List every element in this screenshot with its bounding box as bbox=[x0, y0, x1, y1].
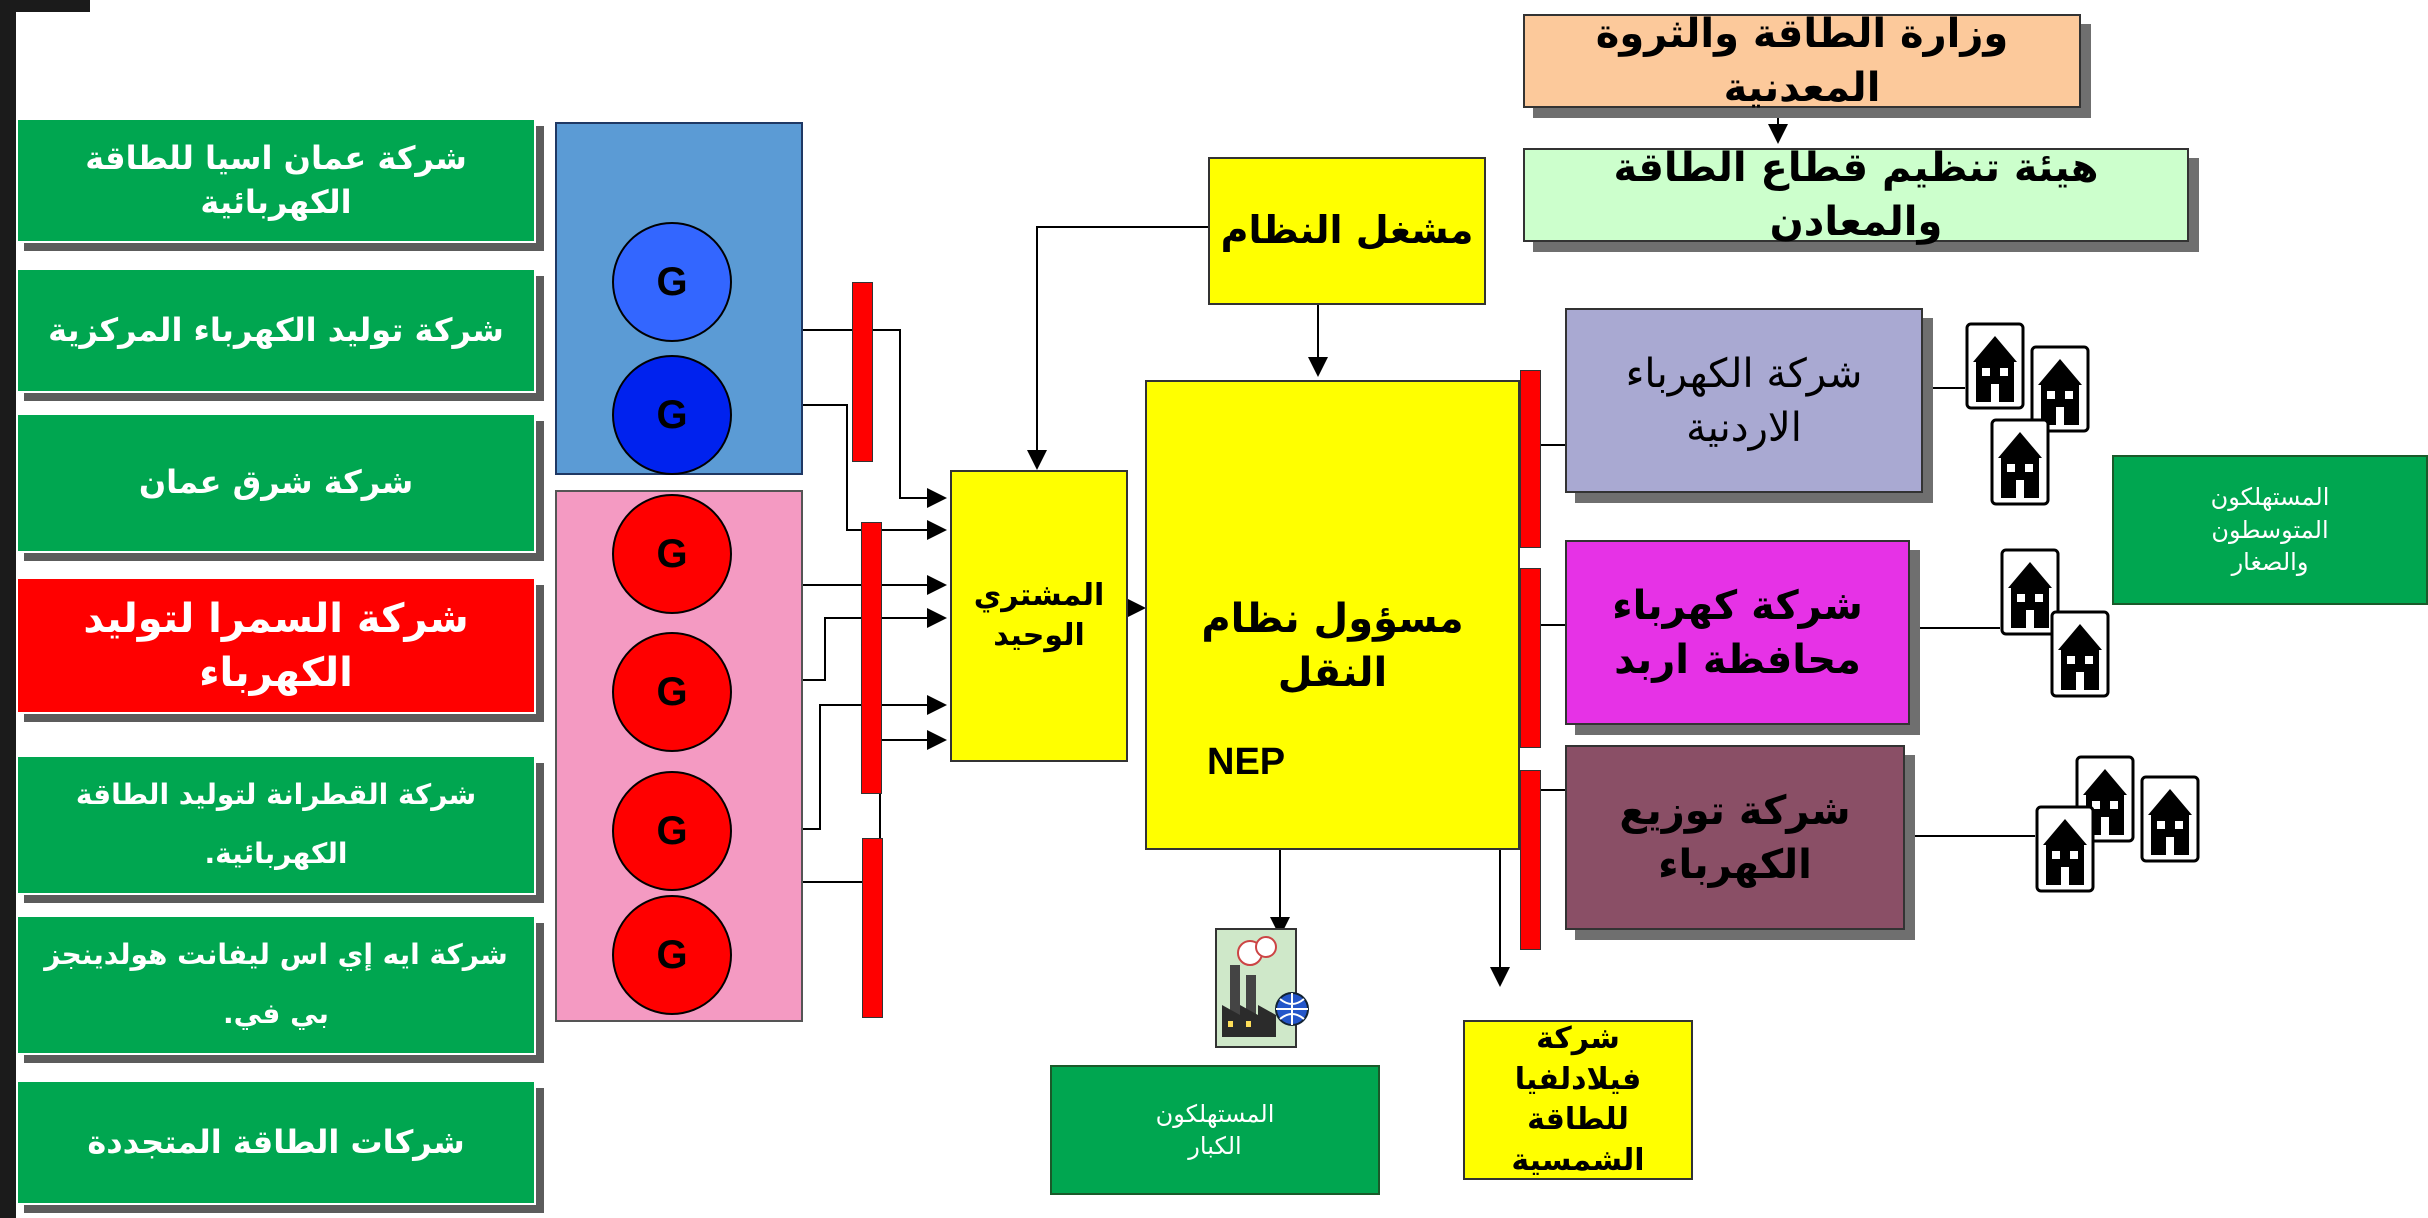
generator-g-6: G bbox=[612, 895, 732, 1015]
regulator-box: هيئة تنظيم قطاع الطاقة والمعادن bbox=[1523, 145, 2189, 245]
left-edge-strip bbox=[0, 0, 16, 1218]
solar-company-box: شركة فيلادلفيا للطاقة الشمسية bbox=[1463, 1020, 1693, 1180]
house-icon bbox=[2140, 775, 2200, 863]
generator-company-7-label: شركات الطاقة المتجددة bbox=[87, 1122, 465, 1161]
generator-company-1: شركة عمان اسيا للطاقة الكهربائية bbox=[16, 118, 536, 243]
generator-g-4-label: G bbox=[656, 669, 688, 714]
generator-company-1-label: شركة عمان اسيا للطاقة الكهربائية bbox=[85, 139, 467, 221]
generator-company-4: شركة السمرا لتوليد الكهرباء bbox=[16, 577, 536, 714]
generator-company-2-label: شركة توليد الكهرباء المركزية bbox=[48, 310, 504, 349]
generator-g-4: G bbox=[612, 632, 732, 752]
transmission-code: NEP bbox=[1207, 741, 1286, 783]
regulator-label: هيئة تنظيم قطاع الطاقة والمعادن bbox=[1613, 145, 2099, 245]
factory-icon bbox=[1215, 928, 1309, 1048]
house-icon bbox=[1990, 418, 2050, 506]
generator-g-1: G bbox=[612, 222, 732, 342]
transmission-title: مسؤول نظام النقل bbox=[1201, 596, 1464, 696]
medium-small-consumers-label: المستهلكون المتوسطون والصغار bbox=[2210, 483, 2330, 577]
large-consumers-box: المستهلكون الكبار bbox=[1050, 1065, 1380, 1195]
generator-g-5-label: G bbox=[656, 808, 688, 853]
generator-company-5: شركة القطرانة لتوليد الطاقة الكهربائية. bbox=[16, 755, 536, 895]
house-icon bbox=[2030, 345, 2090, 433]
single-buyer-box: المشتري الوحيد bbox=[950, 470, 1128, 762]
medium-small-consumers-box: المستهلكون المتوسطون والصغار bbox=[2112, 455, 2428, 605]
house-icon bbox=[2050, 610, 2110, 698]
generator-company-6: شركة ايه إي اس ليفانت هولدينجز بي في. bbox=[16, 915, 536, 1055]
busbar-1 bbox=[852, 282, 873, 462]
generator-g-6-label: G bbox=[656, 932, 688, 977]
house-icon bbox=[2035, 805, 2095, 893]
system-operator-box: مشغل النظام bbox=[1208, 157, 1486, 305]
house-icon bbox=[2000, 548, 2060, 636]
transmission-operator-box: مسؤول نظام النقل NEP bbox=[1145, 380, 1520, 850]
house-icon bbox=[2075, 755, 2135, 843]
busbar-distributor-2 bbox=[1520, 568, 1541, 748]
generator-company-4-label: شركة السمرا لتوليد الكهرباء bbox=[83, 595, 469, 696]
large-consumers-label: المستهلكون الكبار bbox=[1155, 1099, 1275, 1160]
ministry-label: وزارة الطاقة والثروة المعدنية bbox=[1595, 11, 2009, 111]
single-buyer-label: المشتري الوحيد bbox=[973, 577, 1105, 654]
busbar-2 bbox=[861, 522, 882, 794]
distributor-irbid-label: شركة كهرباء محافظة اربد bbox=[1612, 582, 1863, 683]
generator-g-2-label: G bbox=[656, 392, 688, 437]
generator-company-5-label: شركة القطرانة لتوليد الطاقة الكهربائية. bbox=[75, 778, 477, 870]
generator-company-7: شركات الطاقة المتجددة bbox=[16, 1080, 536, 1205]
generator-g-5: G bbox=[612, 771, 732, 891]
busbar-3 bbox=[862, 838, 883, 1018]
solar-company-label: شركة فيلادلفيا للطاقة الشمسية bbox=[1511, 1021, 1645, 1178]
generator-g-3-label: G bbox=[656, 531, 688, 576]
generator-g-3: G bbox=[612, 494, 732, 614]
distributor-jepco-label: شركة الكهرباء الاردنية bbox=[1625, 350, 1863, 451]
distributor-edco-box: شركة توزيع الكهرباء bbox=[1565, 745, 1905, 930]
busbar-distributor-3 bbox=[1520, 770, 1541, 950]
house-icon bbox=[1965, 322, 2025, 410]
generator-company-3: شركة شرق عمان bbox=[16, 413, 536, 553]
distributor-irbid-box: شركة كهرباء محافظة اربد bbox=[1565, 540, 1910, 725]
ministry-box: وزارة الطاقة والثروة المعدنية bbox=[1523, 11, 2081, 111]
busbar-distributor-1 bbox=[1520, 370, 1541, 548]
generator-g-2: G bbox=[612, 355, 732, 475]
generator-company-3-label: شركة شرق عمان bbox=[138, 463, 414, 502]
generator-company-2: شركة توليد الكهرباء المركزية bbox=[16, 268, 536, 393]
generator-company-6-label: شركة ايه إي اس ليفانت هولدينجز بي في. bbox=[44, 938, 508, 1030]
distributor-jepco-box: شركة الكهرباء الاردنية bbox=[1565, 308, 1923, 493]
generator-g-1-label: G bbox=[656, 259, 688, 304]
system-operator-label: مشغل النظام bbox=[1220, 208, 1474, 253]
distributor-edco-label: شركة توزيع الكهرباء bbox=[1619, 787, 1851, 888]
top-edge-strip bbox=[0, 0, 90, 12]
